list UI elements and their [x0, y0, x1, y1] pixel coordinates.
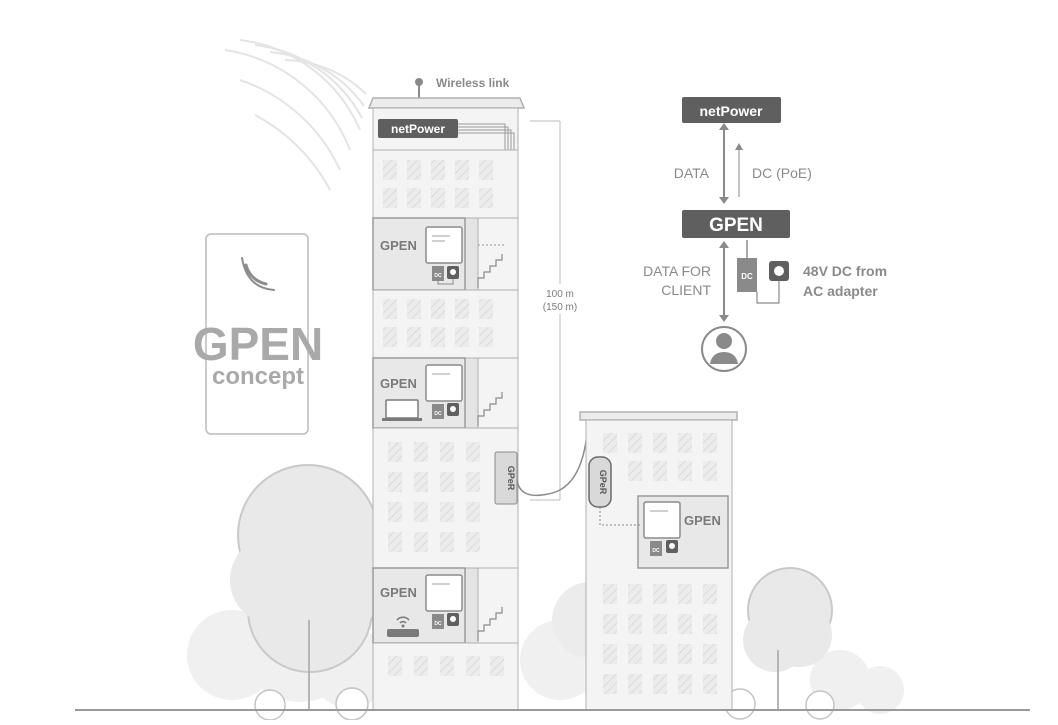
background-trees: [187, 464, 904, 721]
tree-left: [230, 464, 385, 710]
dc-adapter-icon: [737, 258, 757, 292]
window-grid-annex-bottom: [603, 584, 717, 694]
dc-adapter-icon: [432, 614, 444, 629]
window-grid-floor1: [383, 160, 493, 208]
wireless-logo-icon: [241, 257, 275, 291]
wireless-arcs: [224, 39, 367, 191]
gper-tower-label: GPeR: [506, 466, 516, 491]
router-icon: [387, 616, 419, 637]
gper-annex-label: GPeR: [598, 470, 608, 495]
tower-building: Wireless link netPower GPEN: [367, 76, 526, 711]
schema-netpower-label: netPower: [699, 103, 763, 119]
dc-poe-label: DC (PoE): [752, 165, 812, 181]
netpower-device-tower: [378, 119, 458, 138]
antenna-icon: [415, 78, 423, 86]
gpen-device-icon: [425, 574, 463, 612]
gper-repeater-tower: [494, 451, 518, 505]
schema-gpen-label: GPEN: [709, 215, 763, 236]
client-data-label-line2: CLIENT: [661, 282, 711, 298]
client-data-arrow: [719, 241, 729, 322]
dc-poe-arrow: [735, 143, 743, 197]
gpen-device-icon: [425, 364, 463, 402]
dc-tag: DC: [434, 411, 442, 417]
gpen-floor6-label: GPEN: [380, 585, 417, 600]
distance-marker: 100 m (150 m): [530, 120, 584, 501]
schema-gpen-box: [682, 210, 790, 238]
window-grid-floor5: [388, 442, 480, 552]
data-arrow: [719, 123, 729, 204]
connection-schema: netPower DATA DC (PoE) GPEN DATA FOR CLI…: [643, 97, 887, 372]
wireless-link-label: Wireless link: [436, 76, 510, 90]
window-grid-ground: [388, 656, 504, 676]
gpen-device-icon: [643, 501, 681, 539]
gpen-device-icon: [425, 226, 463, 264]
tree-right: [743, 567, 833, 710]
distance-alt-label: (150 m): [543, 302, 577, 313]
client-data-label-line1: DATA FOR: [643, 263, 711, 279]
dc-adapter-icon: [432, 404, 444, 419]
card-title: GPEN: [193, 318, 323, 370]
schema-dc-tag: DC: [741, 272, 753, 281]
window-grid-annex-top: [603, 433, 717, 481]
inter-building-cable: [516, 419, 589, 497]
dc-adapter-icon: [650, 541, 662, 556]
annex-building: GPeR GPEN DC: [579, 411, 738, 711]
laptop-icon: [382, 399, 422, 421]
dc-tag: DC: [434, 273, 442, 279]
window-grid-floor3: [383, 299, 493, 347]
gpen-annex-label: GPEN: [684, 513, 721, 528]
data-label: DATA: [674, 165, 710, 181]
distance-label: 100 m: [546, 289, 574, 300]
dc-tag: DC: [434, 621, 442, 627]
client-user-icon: [701, 326, 747, 372]
dc-tag: DC: [652, 548, 660, 554]
gpen-floor4-label: GPEN: [380, 376, 417, 391]
card-subtitle: concept: [212, 363, 304, 390]
power-source-line1: 48V DC from: [803, 263, 887, 279]
gpen-floor2-label: GPEN: [380, 238, 417, 253]
dc-adapter-icon: [432, 266, 444, 281]
netpower-device-label: netPower: [391, 122, 445, 136]
schema-netpower-box: [682, 97, 781, 123]
power-source-line2: AC adapter: [803, 283, 878, 299]
gpen-concept-card: GPEN concept: [193, 233, 323, 435]
